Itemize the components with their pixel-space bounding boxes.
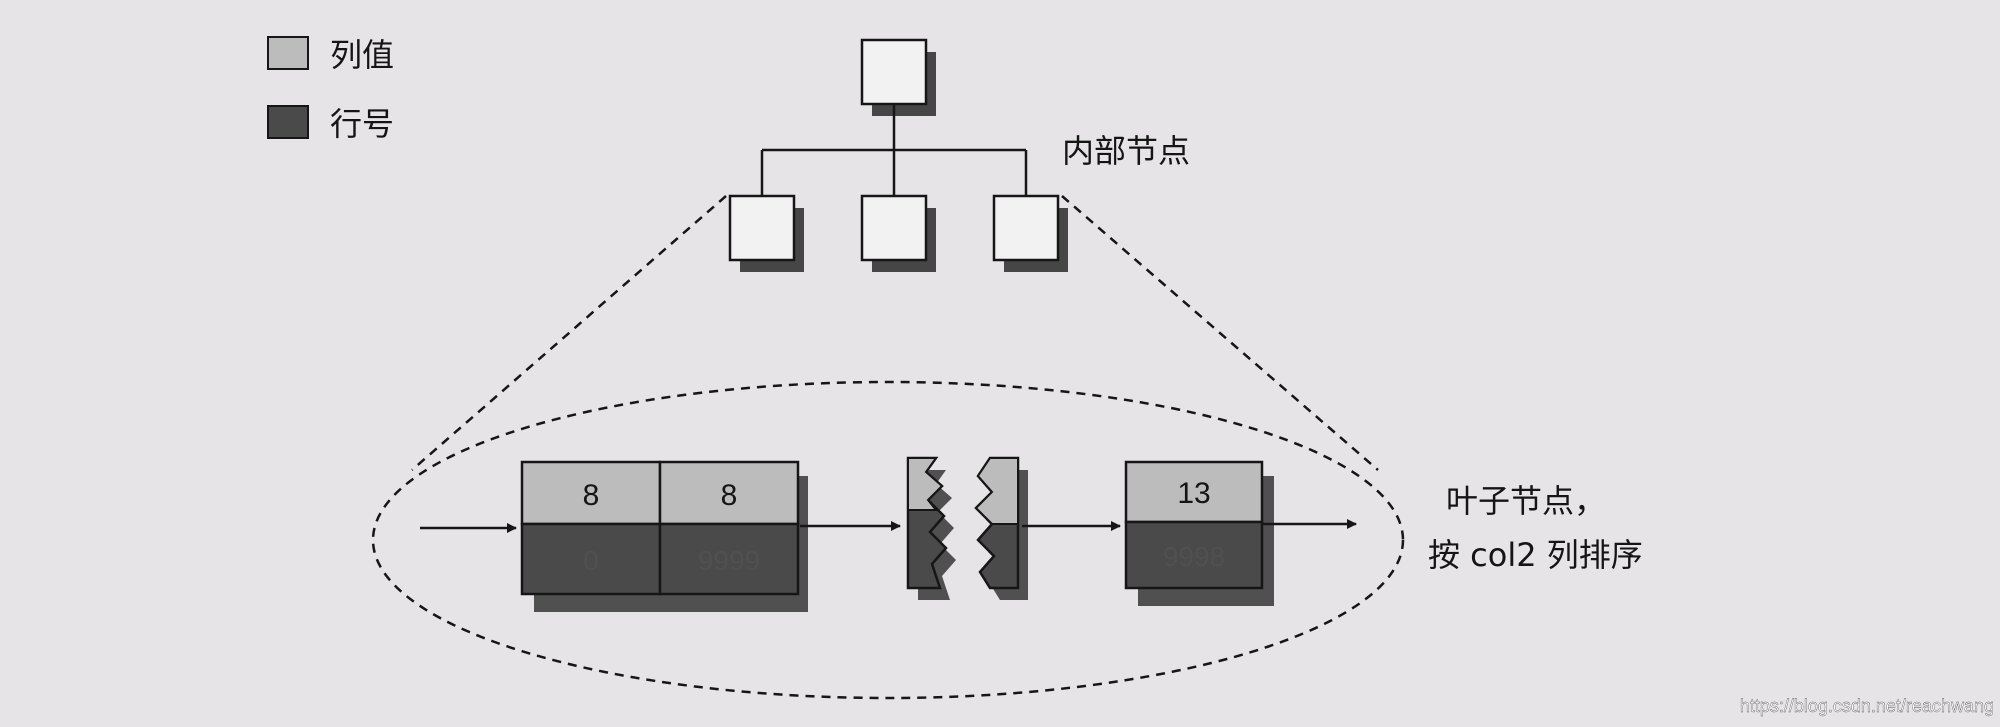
leaf-page-2: 13 9998 <box>1124 460 1274 606</box>
legend-label-column-value: 列值 <box>330 36 394 74</box>
leaf-link-arrows <box>420 519 1357 533</box>
leaf-page-2-cell-1-rownum <box>1124 520 1264 590</box>
legend-label-row-number: 行号 <box>330 105 394 143</box>
child-node-2 <box>860 194 928 262</box>
internal-node-tree: 内部节点 <box>728 38 1190 272</box>
legend: 列值 行号 <box>267 36 394 143</box>
root-node <box>860 38 928 106</box>
internal-nodes-label: 内部节点 <box>1062 132 1190 170</box>
leaf-page-2-cell-1-value-text: 13 <box>1177 477 1210 510</box>
leaf-level-ellipse <box>371 380 1405 700</box>
leaf-nodes-label-line1: 叶子节点， <box>1446 482 1606 520</box>
leaf-page-1-cell-2-rownum <box>658 522 800 596</box>
watermark: https://blog.csdn.net/reachwang <box>1740 696 1994 716</box>
leaf-page-1-cell-1-rownum <box>520 522 662 596</box>
zoom-dashed-left <box>411 195 727 471</box>
leaf-page-2-cell-1-rownum-text: 9998 <box>1163 541 1225 572</box>
leaf-page-1-cell-1-rownum-text: 0 <box>583 545 599 576</box>
leaf-page-1-cell-1-value-text: 8 <box>583 479 600 512</box>
child-node-3 <box>992 194 1060 262</box>
legend-swatch-column-value <box>267 36 309 70</box>
leaf-page-1-cell-2-rownum-text: 9999 <box>698 545 760 576</box>
child-node-1 <box>728 194 796 262</box>
torn-page-left-top <box>907 457 944 511</box>
leaf-page-1: 8 8 0 9999 <box>520 460 808 612</box>
tree-connectors <box>760 104 1028 196</box>
torn-page-right-top <box>974 457 1019 525</box>
legend-swatch-row-number <box>267 105 309 139</box>
leaf-page-2-cell-1-value <box>1124 460 1264 524</box>
leaf-nodes-label-line2: 按 col2 列排序 <box>1428 536 1643 574</box>
zoom-dashed-right <box>1061 195 1379 471</box>
elided-pages <box>906 456 1028 600</box>
leaf-page-1-cell-2-value-text: 8 <box>721 479 738 512</box>
